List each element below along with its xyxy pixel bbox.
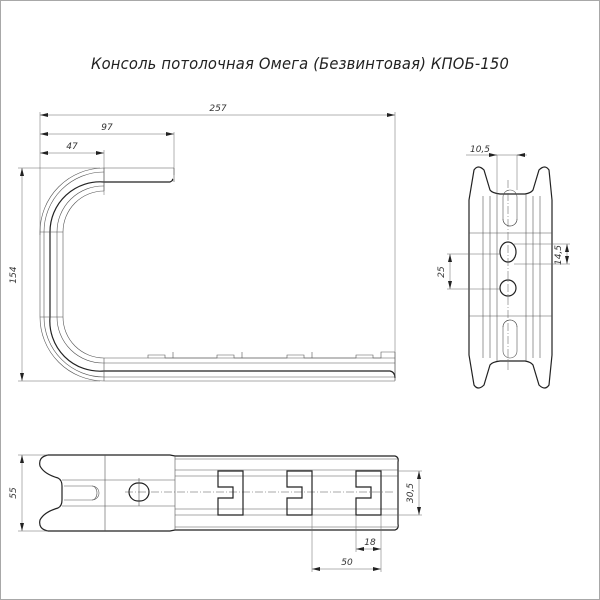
dim-top-flange: 97 <box>101 123 113 133</box>
dim-slot-height: 30,5 <box>406 483 416 503</box>
dim-bend-offset: 47 <box>66 142 78 152</box>
end-view: 10,5 25 14,5 <box>437 145 570 389</box>
dim-overall-length: 257 <box>209 104 226 114</box>
dim-slot-width: 10,5 <box>470 145 490 155</box>
drawing-title: Консоль потолочная Омега (Безвинтовая) К… <box>90 54 510 73</box>
bottom-view: 55 30,5 18 50 <box>9 454 422 572</box>
dim-width: 55 <box>9 487 19 499</box>
dim-height: 154 <box>9 266 19 283</box>
dim-slot-width-bottom: 18 <box>364 538 376 548</box>
side-view: 257 97 47 154 <box>9 104 396 382</box>
dim-slot-pitch: 50 <box>341 558 353 568</box>
dim-hole-spacing: 25 <box>437 266 447 278</box>
dim-hole-height: 14,5 <box>554 245 564 265</box>
